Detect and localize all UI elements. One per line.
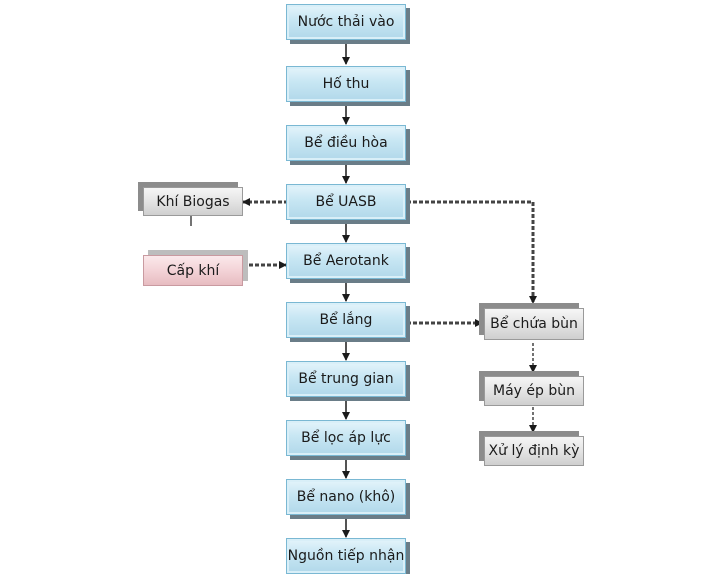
- node-pressure-filter-label: Bể lọc áp lực: [301, 430, 391, 446]
- node-air-supply: Cấp khí: [143, 255, 243, 286]
- node-intermediate: Bể trung gian: [286, 361, 406, 397]
- node-air-supply-label: Cấp khí: [166, 262, 220, 279]
- node-settling: Bể lắng: [286, 302, 406, 338]
- node-receiving-source-label: Nguồn tiếp nhận: [287, 548, 405, 564]
- node-nano-label: Bể nano (khô): [296, 489, 396, 505]
- node-aerotank-label: Bể Aerotank: [303, 253, 389, 269]
- node-periodic-treatment: Xử lý định kỳ: [484, 436, 584, 466]
- node-uasb: Bể UASB: [286, 184, 406, 220]
- node-uasb-label: Bể UASB: [315, 194, 377, 210]
- node-receiving-source: Nguồn tiếp nhận: [286, 538, 406, 574]
- node-equalization-label: Bể điều hòa: [304, 135, 388, 151]
- node-aerotank: Bể Aerotank: [286, 243, 406, 279]
- node-collection-pit-label: Hố thu: [322, 76, 370, 92]
- node-intermediate-label: Bể trung gian: [298, 371, 394, 387]
- node-biogas-label: Khí Biogas: [156, 193, 230, 210]
- node-equalization: Bể điều hòa: [286, 125, 406, 161]
- node-sludge-press-label: Máy ép bùn: [493, 383, 575, 399]
- node-sludge-tank-label: Bể chứa bùn: [490, 316, 578, 332]
- arrow-uasb-sludge: [407, 200, 537, 304]
- node-settling-label: Bể lắng: [319, 312, 373, 328]
- node-biogas: Khí Biogas: [143, 187, 243, 216]
- node-inflow-label: Nước thải vào: [297, 14, 395, 30]
- node-sludge-press: Máy ép bùn: [484, 376, 584, 406]
- node-inflow: Nước thải vào: [286, 4, 406, 40]
- node-collection-pit: Hố thu: [286, 66, 406, 102]
- node-nano: Bể nano (khô): [286, 479, 406, 515]
- node-pressure-filter: Bể lọc áp lực: [286, 420, 406, 456]
- node-sludge-tank: Bể chứa bùn: [484, 308, 584, 340]
- node-periodic-treatment-label: Xử lý định kỳ: [488, 443, 580, 459]
